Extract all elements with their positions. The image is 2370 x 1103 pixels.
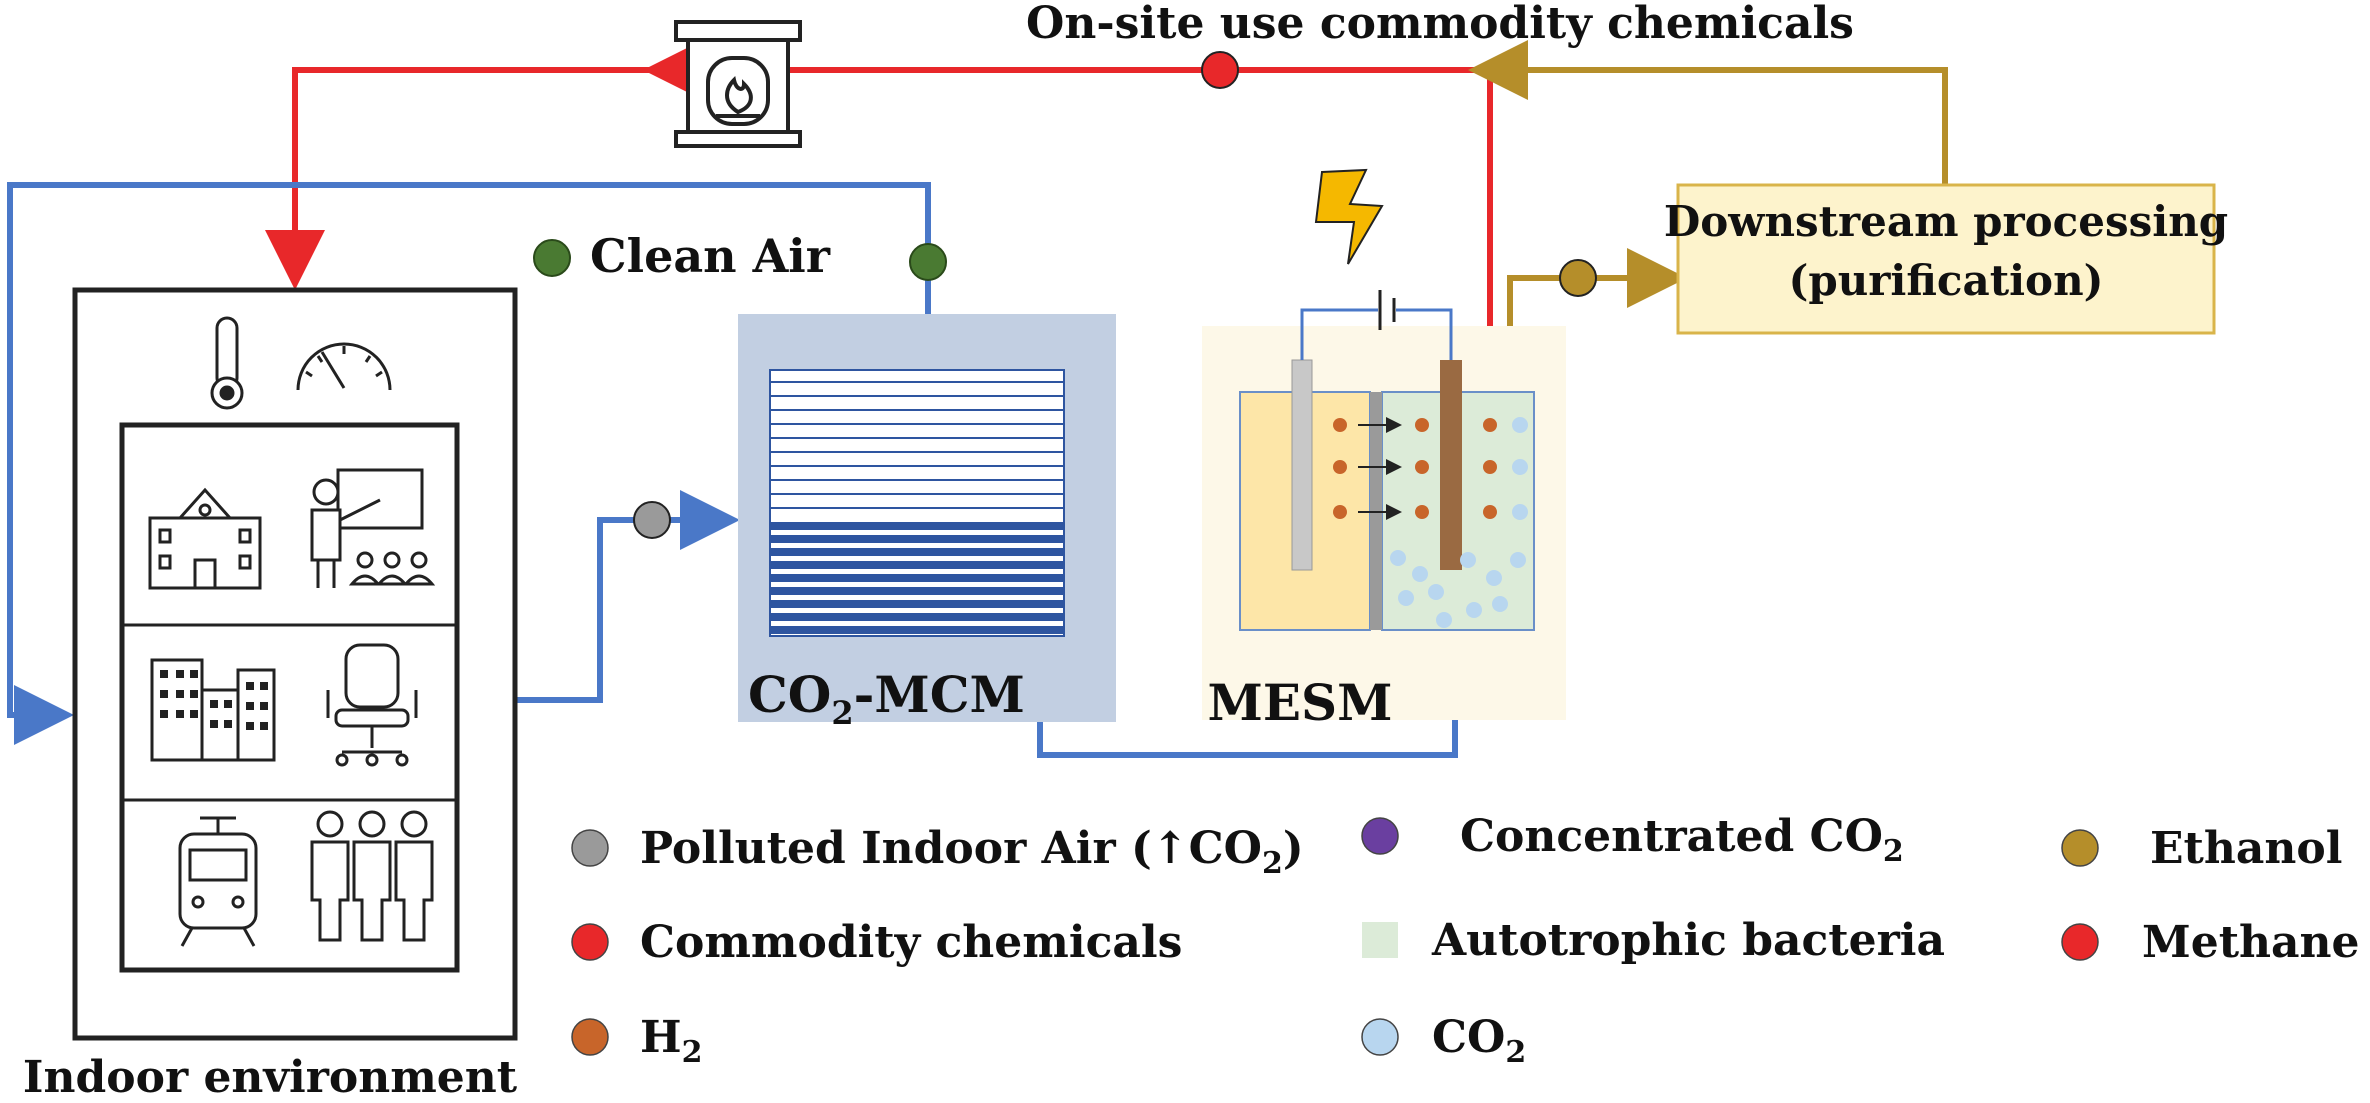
legend-label-bacteria: Autotrophic bacteria bbox=[1431, 915, 1945, 966]
legend-marker-ethanol bbox=[2061, 829, 2099, 867]
membrane-thick-line bbox=[770, 587, 1064, 595]
lightning-icon bbox=[1314, 168, 1384, 265]
ethanol-dot bbox=[1559, 259, 1597, 297]
legend-label-concentrated: Concentrated CO2 bbox=[1460, 811, 1904, 869]
indoor-environment-label: Indoor environment bbox=[23, 1052, 518, 1103]
clean-air-label: Clean Air bbox=[590, 229, 831, 283]
battery-icon bbox=[1378, 290, 1396, 330]
circuit-wire-2 bbox=[1396, 308, 1453, 360]
downstream-processing-box bbox=[1676, 183, 2216, 335]
circuit-wire bbox=[1300, 308, 1378, 360]
downstream-return-line bbox=[1468, 40, 1948, 185]
commodity-line bbox=[265, 67, 1493, 400]
people-icon bbox=[310, 810, 434, 942]
h2-particles bbox=[1333, 418, 1497, 519]
school-icon bbox=[148, 487, 262, 590]
proton-arrows bbox=[1358, 417, 1402, 520]
membrane-thick-line bbox=[770, 613, 1064, 621]
fireplace-icon bbox=[674, 20, 802, 148]
legend-marker-bacteria bbox=[1362, 922, 1398, 958]
downstream-label-line1: Downstream processing bbox=[1664, 197, 2228, 246]
membrane-thick-line bbox=[770, 548, 1064, 556]
legend-marker-co2 bbox=[1361, 1018, 1399, 1056]
legend-label-co2: CO2 bbox=[1432, 1012, 1526, 1070]
membrane-thick-line bbox=[770, 600, 1064, 608]
legend-label-h2: H2 bbox=[640, 1012, 702, 1070]
legend-label-polluted: Polluted Indoor Air (↑CO2) bbox=[640, 823, 1304, 881]
legend: Polluted Indoor Air (↑CO2) Concentrated C… bbox=[571, 811, 2360, 1070]
office-chair-icon bbox=[326, 643, 418, 767]
co2-bubbles bbox=[1390, 417, 1528, 628]
mesm-label: MESM bbox=[1208, 673, 1393, 732]
train-icon bbox=[178, 816, 258, 947]
cathode-electrode bbox=[1440, 360, 1462, 570]
membrane-thick-line bbox=[770, 561, 1064, 569]
office-buildings-icon bbox=[150, 658, 276, 762]
commodity-dot bbox=[1201, 51, 1239, 89]
legend-label-methane: Methane bbox=[2142, 917, 2360, 968]
co2-mcm-label: CO2-MCM bbox=[748, 665, 1025, 732]
clean-air-legend-dot bbox=[533, 239, 571, 277]
legend-marker-commodity bbox=[571, 923, 609, 961]
legend-marker-polluted bbox=[571, 829, 609, 867]
membrane-thick-line bbox=[770, 535, 1064, 543]
anode-electrode bbox=[1291, 359, 1313, 571]
legend-label-commodity: Commodity chemicals bbox=[640, 917, 1182, 968]
downstream-label-line2: (purification) bbox=[1789, 256, 2104, 305]
membrane-thick-line bbox=[770, 626, 1064, 634]
clean-air-line bbox=[7, 182, 931, 745]
teacher-icon bbox=[310, 468, 436, 588]
membrane-thick-line bbox=[770, 522, 1064, 530]
membrane-lines bbox=[770, 381, 1064, 634]
clean-air-dot bbox=[909, 243, 947, 281]
thermometer-icon bbox=[210, 316, 244, 410]
legend-marker-concentrated bbox=[1361, 817, 1399, 855]
polluted-air-dot bbox=[633, 501, 671, 539]
legend-label-ethanol: Ethanol bbox=[2150, 823, 2342, 874]
membrane-thick-line bbox=[770, 574, 1064, 582]
legend-marker-methane bbox=[2061, 923, 2099, 961]
title: On-site use commodity chemicals bbox=[1026, 0, 1854, 49]
gauge-icon bbox=[296, 342, 392, 391]
legend-marker-h2 bbox=[571, 1018, 609, 1056]
